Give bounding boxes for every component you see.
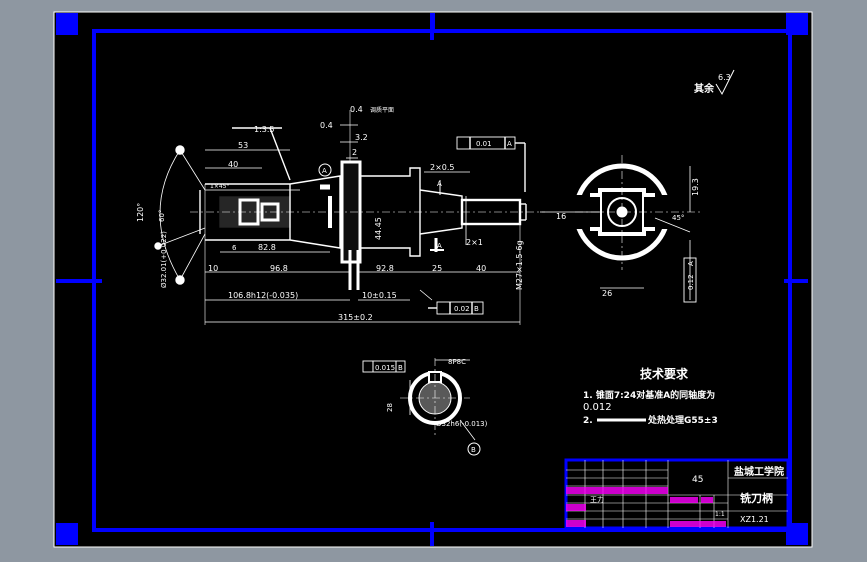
dim-45: 45°: [672, 214, 684, 222]
dim-315: 315±0.2: [338, 313, 373, 322]
title-material: 45: [692, 475, 703, 485]
tol-3-ref: B: [398, 364, 403, 372]
dim-28: 28: [386, 403, 394, 412]
dim-44: 44.45: [374, 217, 383, 240]
tol-1-ref: A: [507, 140, 512, 148]
dim-10015: 10±0.15: [362, 291, 397, 300]
tol-2-ref: B: [474, 305, 479, 313]
dim-32: 3.2: [355, 133, 368, 142]
title-block: 45 盐城工学院 铣刀柄 XZ1.21 王力 1:1: [564, 458, 790, 530]
dim-6: 6: [232, 244, 237, 252]
dim-04: 0.4: [320, 121, 333, 130]
requirements-title: 技术要求: [640, 366, 689, 381]
angle-60: 60°: [158, 210, 166, 222]
section-b-label: B: [471, 446, 476, 454]
dim-25: 25: [432, 264, 442, 273]
requirement-2b: 处热处理G55±3: [647, 414, 718, 426]
dim-04b: 0.4: [350, 105, 363, 114]
dim-40: 40: [228, 160, 238, 169]
tol-3: 0.015: [375, 364, 395, 372]
title-scale: 1:1: [715, 511, 725, 518]
requirement-2: 2.: [583, 416, 593, 426]
corner-marker-bl: [56, 523, 78, 545]
dim-40b: 40: [476, 264, 486, 273]
tol-4: 0.12: [687, 274, 695, 290]
chamfer-2: 2×1: [466, 238, 483, 247]
title-part-name: 铣刀柄: [740, 491, 773, 505]
dim-1x45: 1×45°: [210, 183, 229, 190]
section-a-top: A: [437, 180, 442, 188]
dim-106: 106.8h12(-0.035): [228, 291, 298, 300]
datum-a: A: [322, 167, 327, 175]
dim-92: 92.8: [376, 264, 394, 273]
section-b: [362, 358, 481, 456]
tol-4-ref: A: [687, 261, 695, 266]
taper-label: 1:3.5: [254, 125, 275, 134]
surface-note: 调质平面: [370, 106, 394, 114]
requirement-1: 1. 锥面7:24对基准A的同轴度为: [583, 389, 715, 401]
dim-2: 2: [352, 148, 357, 157]
dim-193: 19.3: [691, 178, 700, 196]
dim-96: 96.8: [270, 264, 288, 273]
title-drawing-no: XZ1.21: [740, 515, 769, 524]
tol-2: 0.02: [454, 305, 470, 313]
dim-32h6: Ø32h6(-0.013): [436, 420, 488, 428]
dim-82: 82.8: [258, 243, 276, 252]
angle-120: 120°: [136, 203, 145, 222]
dim-8p8c: 8P8C: [448, 358, 466, 366]
dim-53: 53: [238, 141, 248, 150]
tol-1: 0.01: [476, 140, 492, 148]
title-school: 盐城工学院: [734, 465, 784, 478]
shaft-drawing: [154, 110, 545, 325]
section-a-bottom: A: [437, 242, 442, 250]
corner-marker-tl: [56, 13, 78, 35]
dim-16: 16: [556, 212, 566, 221]
dim-m27: M27×1.5-6g: [515, 240, 524, 290]
dim-26: 26: [602, 289, 612, 298]
title-designer: 王力: [590, 495, 604, 504]
side-view: [540, 155, 700, 303]
roughness-value: 6.3: [718, 73, 731, 82]
requirement-1b: 0.012: [583, 402, 612, 413]
chamfer-1: 2×0.5: [430, 163, 455, 172]
roughness-label: 其余: [694, 82, 715, 95]
dim-32x: Ø32.01(+0.022): [160, 231, 168, 288]
dim-10: 10: [208, 264, 218, 273]
